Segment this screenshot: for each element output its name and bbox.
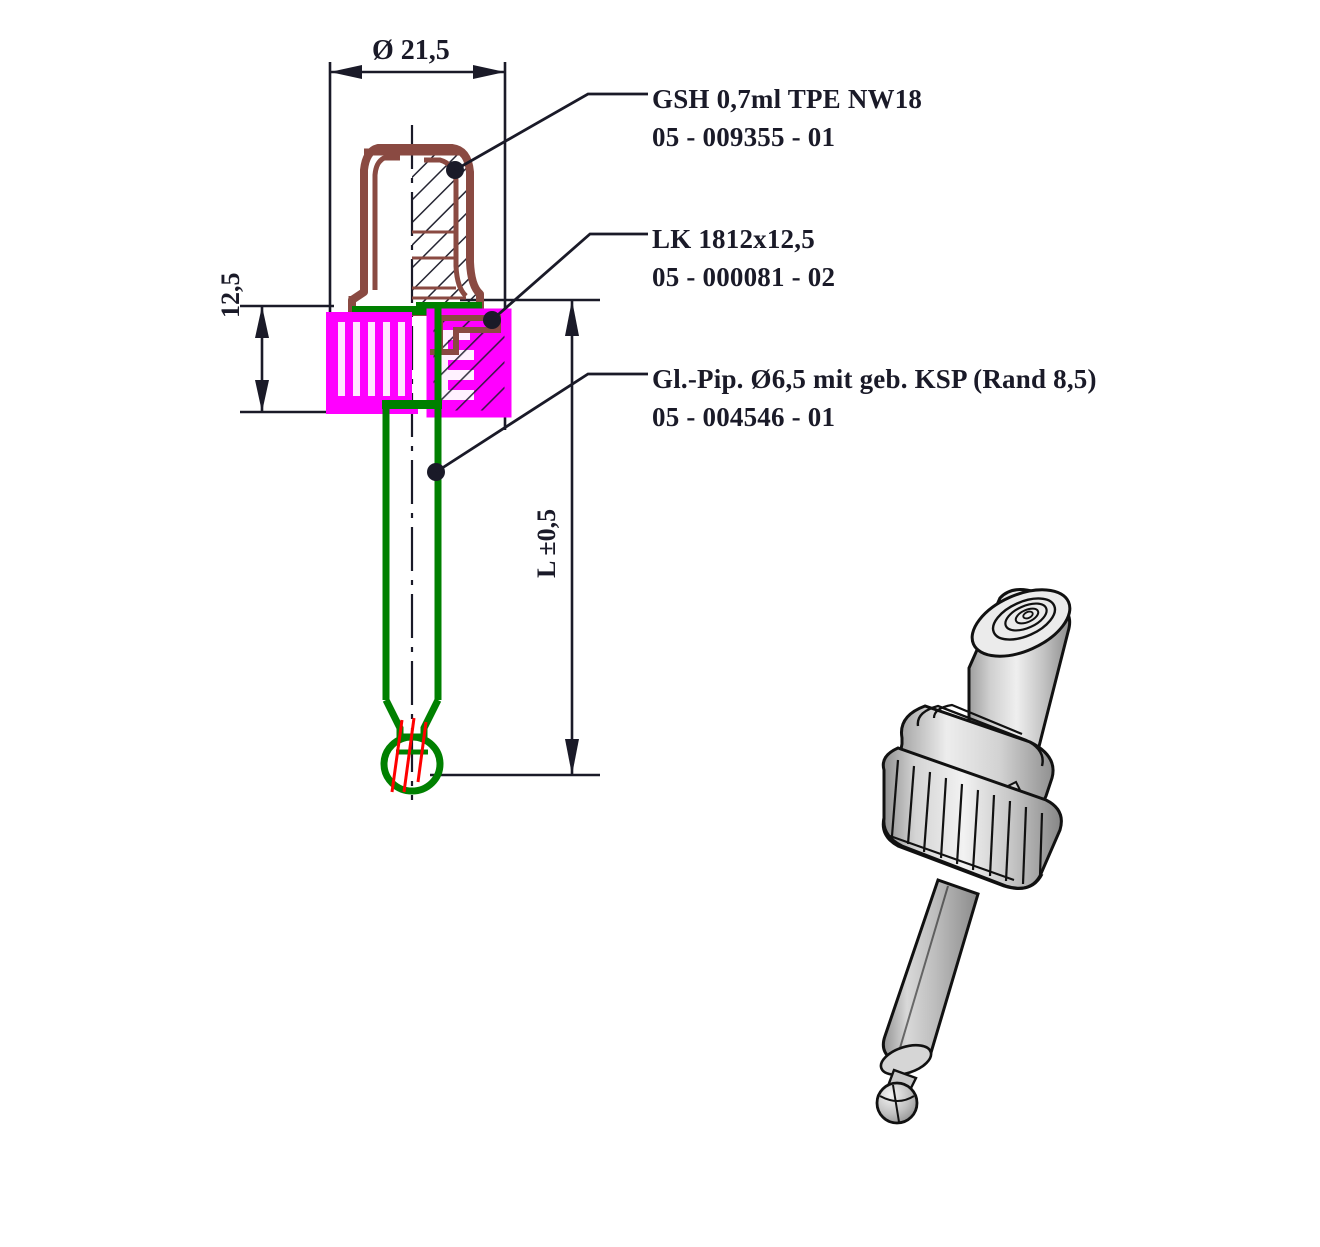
- liner-part-number: 05 - 000081 - 02: [652, 262, 836, 293]
- tpe-cap-section: [348, 144, 484, 316]
- dimension-label-cap-height: 12,5: [216, 272, 245, 319]
- liner-description: LK 1812x12,5: [652, 224, 815, 254]
- glass-pipette-description: Gl.-Pip. Ø6,5 mit geb. KSP (Rand 8,5): [652, 364, 1097, 394]
- tip-red-hatch: [390, 717, 428, 793]
- glass-pipette-callout: Gl.-Pip. Ø6,5 mit geb. KSP (Rand 8,5) 05…: [652, 360, 1097, 437]
- liner-disc: [352, 302, 482, 315]
- glass-pipette: [380, 302, 444, 795]
- dimension-length-L: [430, 298, 600, 777]
- knurl-ribs: [338, 322, 405, 396]
- render-knurled-cap: [881, 746, 1063, 890]
- dimension-label-diameter: Ø 21,5: [372, 35, 450, 66]
- callout-leaders: [427, 92, 648, 481]
- dimension-height-12-5: [240, 304, 334, 414]
- tpe-cap-part-number: 05 - 009355 - 01: [652, 122, 836, 153]
- glass-pipette-part-number: 05 - 004546 - 01: [652, 402, 836, 433]
- dimension-label-pipette-length: L ±0,5: [532, 508, 561, 578]
- liner-callout: LK 1812x12,5 05 - 000081 - 02: [652, 220, 835, 297]
- isometric-dropper-render: [875, 588, 1072, 1125]
- screw-closure: [326, 308, 512, 418]
- tpe-cap-callout: GSH 0,7ml TPE NW18 05 - 009355 - 01: [652, 80, 922, 157]
- render-pipette-stem: [875, 878, 980, 1125]
- tpe-cap-description: GSH 0,7ml TPE NW18: [652, 84, 923, 114]
